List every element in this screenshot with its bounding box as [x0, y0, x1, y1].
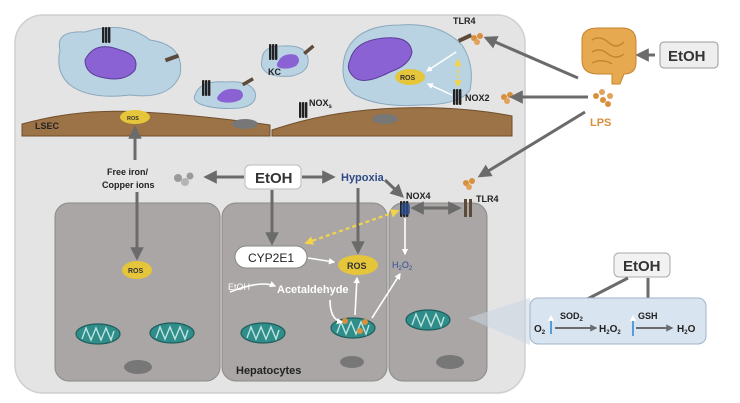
hepatocyte-right [388, 202, 488, 382]
receptor-icon [453, 89, 462, 105]
etoh-gut-label: EtOH [668, 48, 706, 65]
etoh-small-label: EtOH [228, 282, 250, 292]
nox4-label: NOX4 [406, 191, 431, 201]
tlr4-right-label: TLR4 [476, 194, 499, 204]
kupffer-cell-kc: KC [260, 44, 315, 77]
ros-left-bubble [122, 261, 152, 279]
free-iron-label-1: Free iron/ [107, 167, 149, 177]
kupffer-cell-1 [58, 27, 182, 97]
mitochondrion-icon [405, 309, 451, 331]
free-iron-label-2: Copper ions [102, 180, 155, 190]
ros-lsec-label: ROS [127, 116, 139, 122]
mitochondrion-icon [75, 323, 121, 345]
receptor-icon [202, 80, 211, 96]
ros-kc-bubble [395, 69, 425, 85]
etoh-center-label: EtOH [255, 170, 293, 187]
nox2-label: NOX2 [465, 93, 490, 103]
ros-left-label: ROS [128, 268, 144, 275]
hypoxia-label: Hypoxia [341, 172, 385, 184]
white-arrows [229, 218, 409, 325]
h2o2-panel-label: H2O2 [599, 324, 621, 336]
receptor-icon [299, 102, 308, 118]
ros-center-label: ROS [347, 261, 367, 271]
etoh-center-box [244, 164, 302, 190]
antioxidant-panel [529, 297, 707, 345]
hepatocytes-label: Hepatocytes [236, 365, 301, 377]
intestine-icon [581, 27, 637, 85]
etoh-panel-box [613, 252, 671, 278]
mitochondrion-icon [240, 322, 286, 344]
ros-lsec-bubble [120, 110, 150, 124]
lps-label: LPS [590, 117, 611, 129]
iron-ion-icon [174, 172, 194, 186]
tlr4-top-label: TLR4 [453, 16, 476, 26]
cyp2e1-label: CYP2E1 [248, 251, 294, 265]
noxs-label: NOXs [309, 98, 333, 110]
mitochondrion-icon [149, 322, 195, 344]
lsec-cell-left [21, 110, 271, 137]
etoh-panel-label: EtOH [623, 258, 661, 275]
ros-kc-label: ROS [400, 75, 416, 82]
ros-center-bubble [338, 255, 378, 275]
kupffer-cell-large: ROS [342, 24, 472, 107]
etoh-gut-box [659, 41, 719, 69]
lps-particles-icon [593, 89, 613, 107]
cyp2e1-box [234, 245, 308, 269]
sod2-label: SOD2 [560, 311, 584, 323]
kc-label: KC [268, 67, 281, 77]
lsec-label: LSEC [35, 121, 60, 131]
h2o-label: H2O [677, 324, 696, 336]
acetaldehyde-label: Acetaldehyde [277, 284, 349, 296]
receptor-icon [269, 44, 278, 60]
receptor-icon [102, 27, 111, 43]
yellow-dashed-link [304, 209, 400, 245]
gsh-label: GSH [638, 311, 658, 321]
grey-arrows [128, 36, 655, 261]
o2-label: O2 [534, 324, 546, 336]
kupffer-cell-2 [193, 77, 256, 109]
h2o2-cell-label: H2O2 [392, 260, 413, 272]
